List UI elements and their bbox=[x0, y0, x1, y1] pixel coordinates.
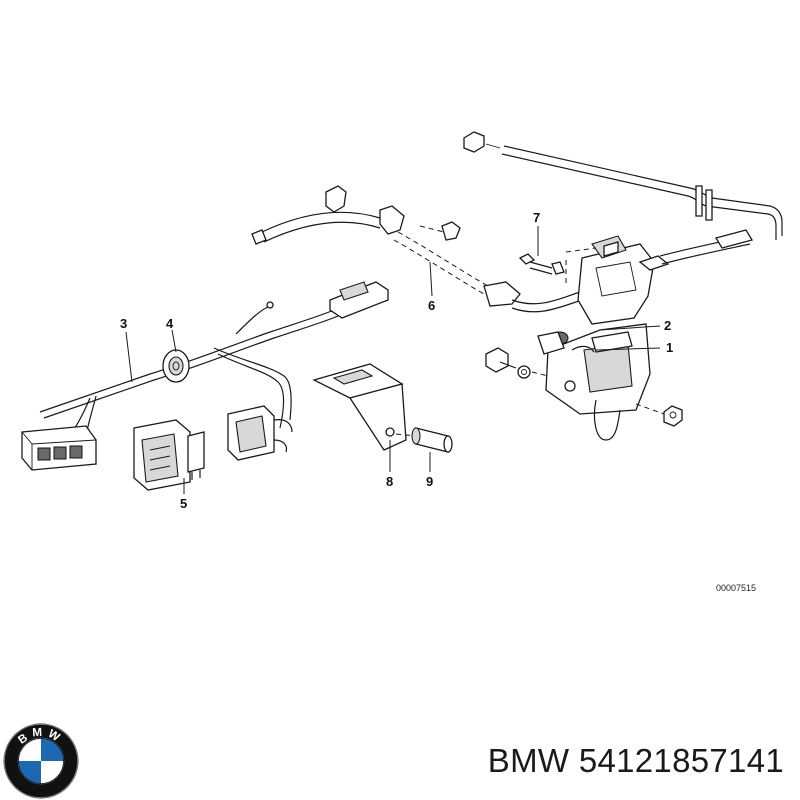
callout-7: 7 bbox=[533, 210, 540, 225]
harness-plug-connector bbox=[329, 281, 389, 319]
upper-rod bbox=[463, 131, 783, 240]
grommet-4 bbox=[162, 349, 190, 383]
callout-4: 4 bbox=[166, 316, 174, 331]
callout-6: 6 bbox=[428, 298, 435, 313]
callout-3: 3 bbox=[120, 316, 127, 331]
brand-name: BMW bbox=[487, 742, 570, 779]
callout-1: 1 bbox=[666, 340, 673, 355]
lock-mechanism bbox=[537, 229, 754, 441]
diagram-reference-number: 00007515 bbox=[716, 583, 756, 593]
switch-5 bbox=[133, 419, 205, 491]
spacer-9 bbox=[411, 427, 453, 453]
multi-pin-connector bbox=[21, 425, 97, 471]
part-number: 54121857141 bbox=[578, 742, 784, 779]
callout-labels: 1 2 3 4 5 6 7 8 9 bbox=[120, 210, 673, 511]
bracket-8 bbox=[312, 363, 417, 451]
bolt-and-washer bbox=[485, 347, 549, 379]
relay-connector bbox=[227, 405, 293, 461]
wiring-harness-3 bbox=[39, 301, 339, 437]
nut bbox=[635, 403, 683, 427]
screw-7 bbox=[518, 253, 565, 275]
callout-5: 5 bbox=[180, 496, 187, 511]
bmw-logo: BMW bbox=[3, 723, 79, 799]
callout-9: 9 bbox=[426, 474, 433, 489]
bowden-cable-6 bbox=[251, 185, 589, 313]
callout-leaders bbox=[125, 226, 661, 494]
callout-2: 2 bbox=[664, 318, 671, 333]
part-caption: BMW 54121857141 bbox=[488, 742, 784, 780]
callout-8: 8 bbox=[386, 474, 393, 489]
